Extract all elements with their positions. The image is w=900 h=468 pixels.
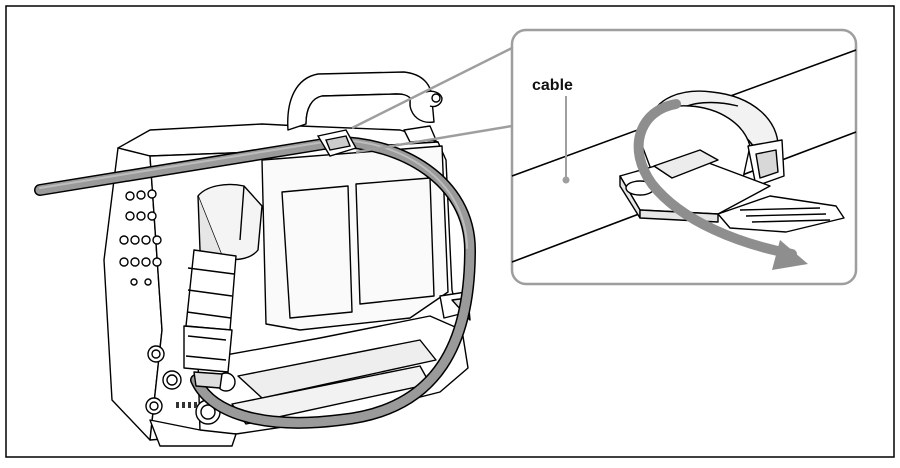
cable-clamp (619, 90, 845, 233)
zoom-leader-lines (351, 46, 513, 154)
callout-dot (562, 176, 570, 184)
top-cable-clamp (316, 129, 358, 157)
zoom-inset: cable (510, 28, 858, 286)
connector-plug (183, 183, 263, 389)
rotation-arrow-head (772, 240, 808, 270)
rotation-arrow (633, 99, 797, 259)
handle (287, 71, 443, 143)
cable (34, 136, 477, 429)
cable-callout-label: cable (532, 77, 573, 94)
